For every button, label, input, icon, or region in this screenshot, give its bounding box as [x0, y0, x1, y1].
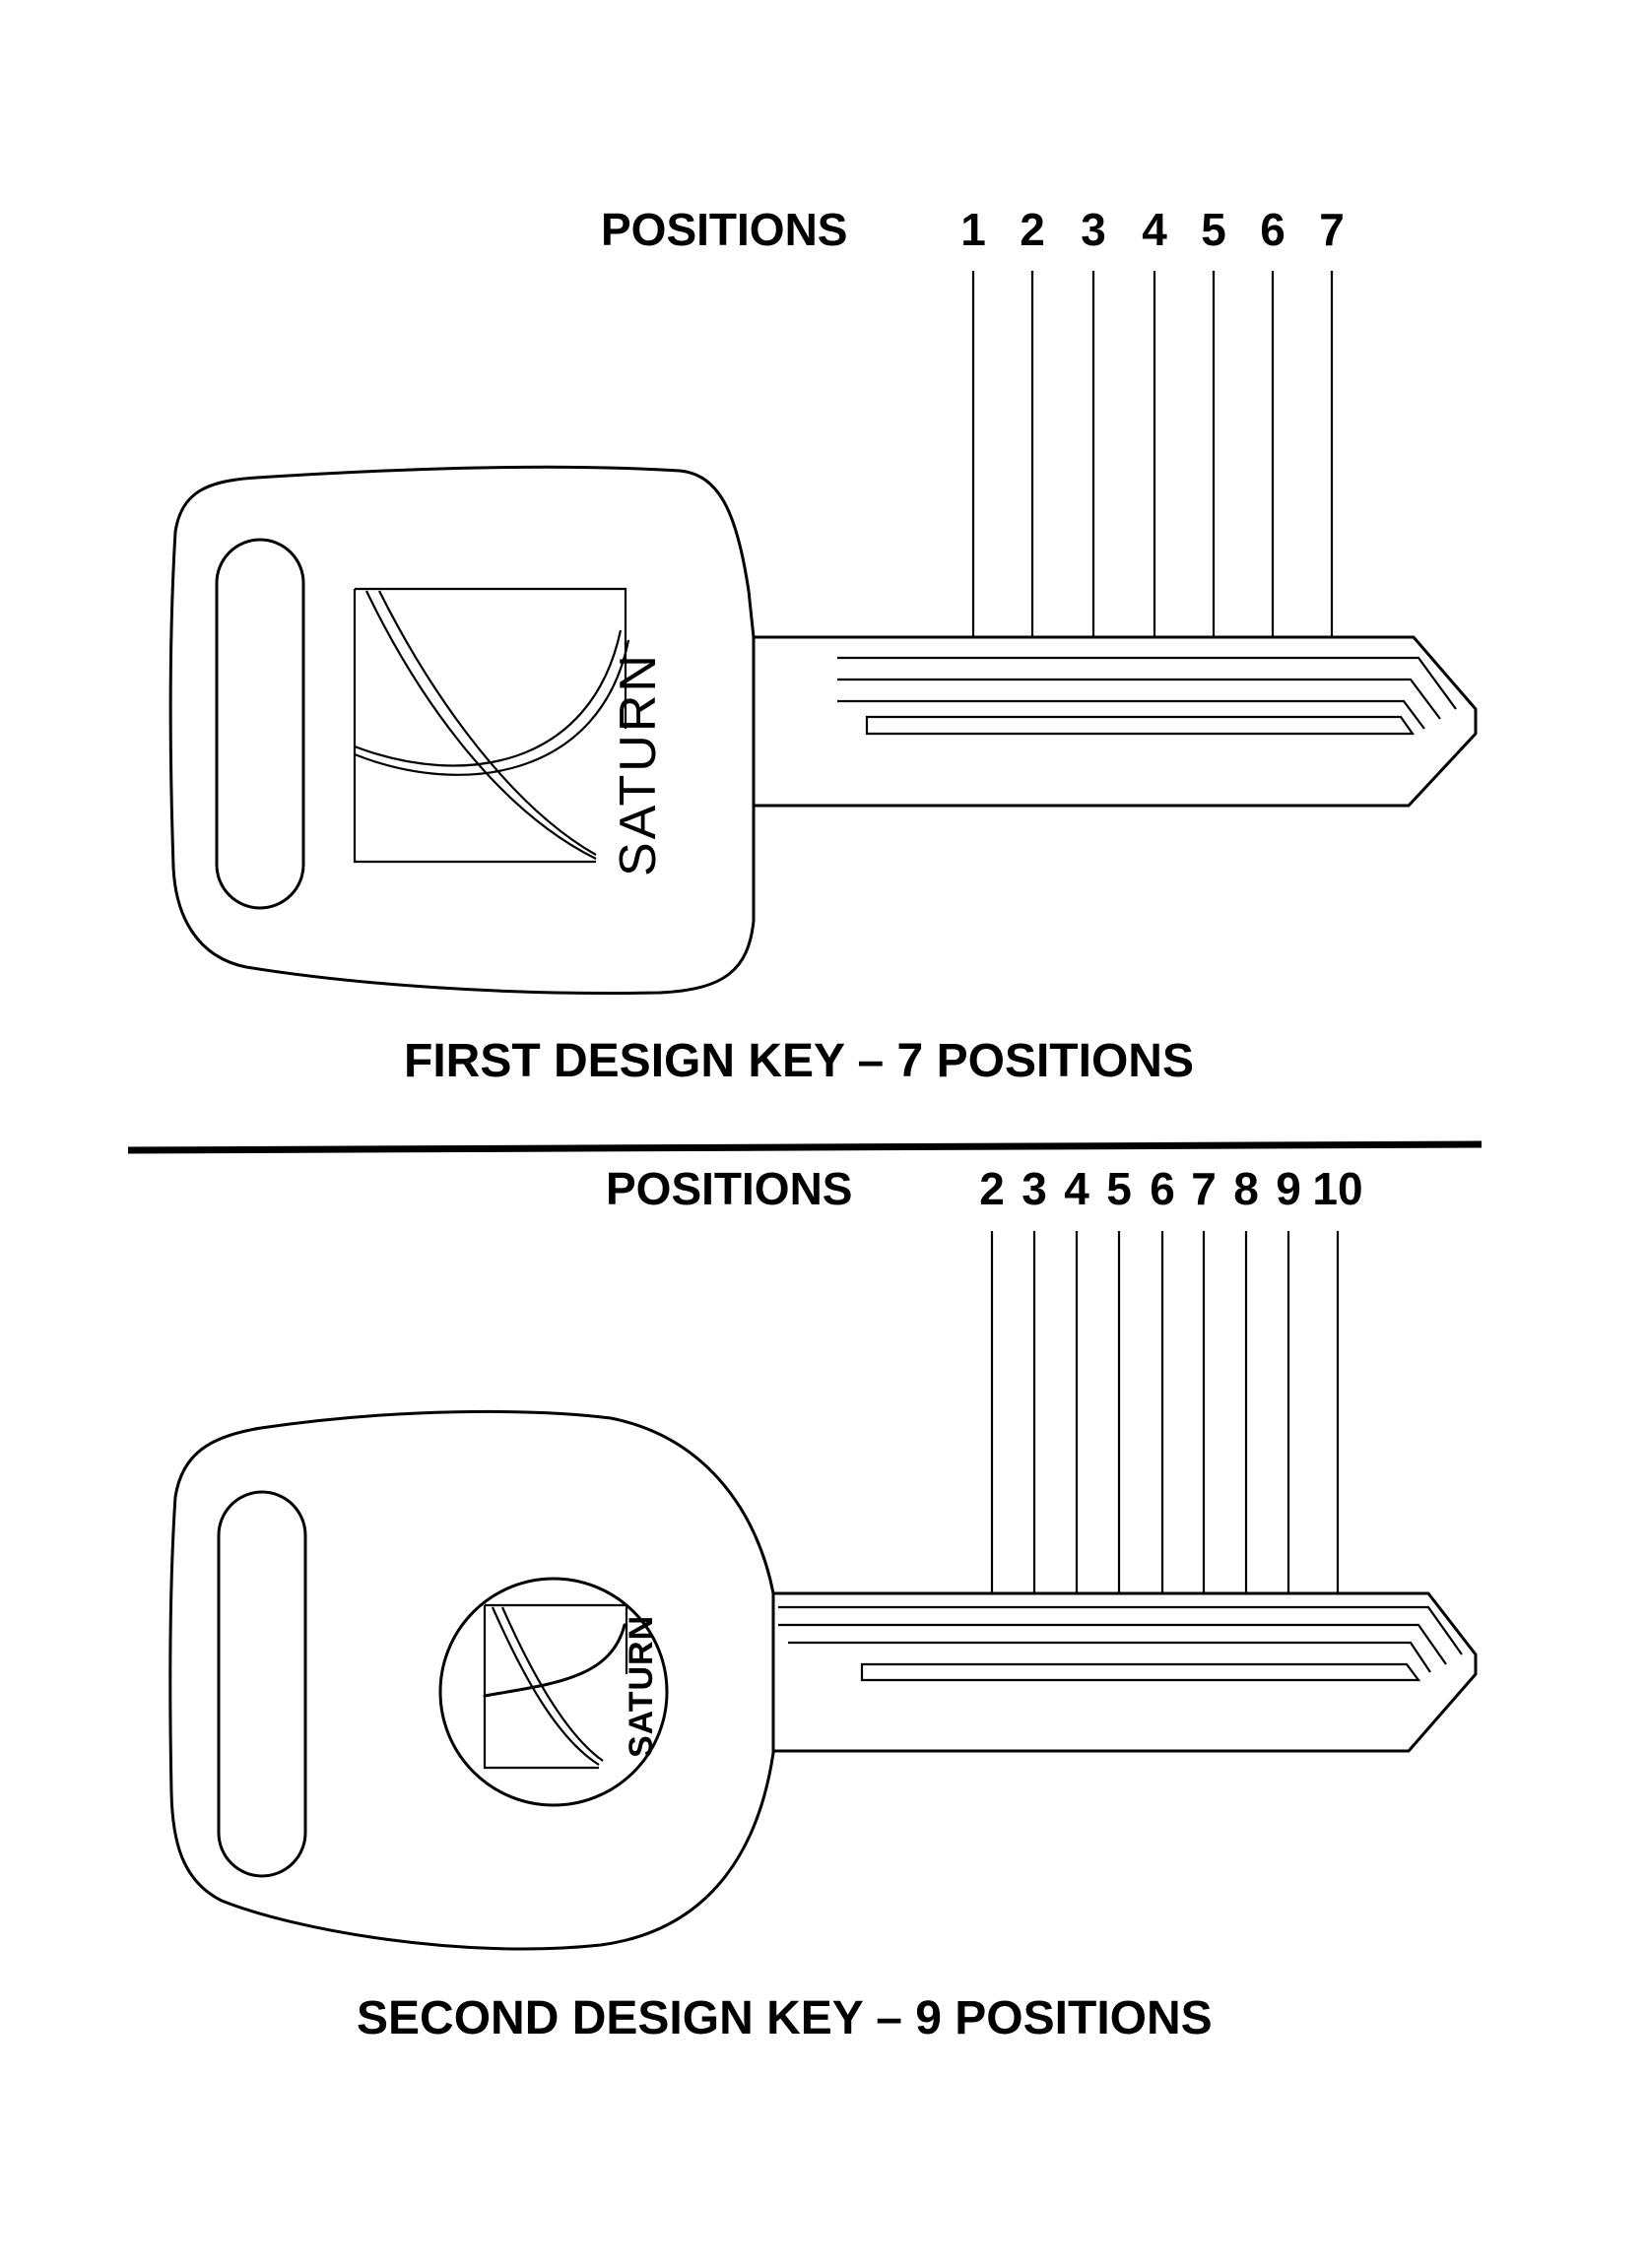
key2-position-number: 4 — [1064, 1163, 1089, 1214]
key2-positions-label: POSITIONS — [606, 1163, 852, 1214]
key1-logo-arc-a — [354, 629, 623, 767]
key2-position-number: 2 — [979, 1163, 1005, 1214]
key2-blade — [771, 1591, 1478, 1753]
key1-logo-curve-b — [378, 590, 597, 856]
key1-position-number: 7 — [1319, 204, 1345, 255]
key2-position-number: 7 — [1191, 1163, 1217, 1214]
key1-groove-1 — [837, 656, 1457, 710]
key1-position-number: 1 — [960, 204, 986, 255]
key1-logo-curve-a — [365, 590, 597, 860]
key2-groove-3 — [788, 1641, 1431, 1673]
key2-position-number: 10 — [1312, 1163, 1362, 1214]
key1-position-number: 4 — [1142, 204, 1167, 255]
key2-position-number: 3 — [1022, 1163, 1047, 1214]
key2-logo-square — [483, 1603, 628, 1770]
key2-ring-slot — [217, 1490, 307, 1878]
key2-logo-curve-b — [500, 1606, 604, 1762]
key2-position-number: 9 — [1276, 1163, 1301, 1214]
key1-bow — [168, 465, 756, 995]
key2-position-number: 8 — [1233, 1163, 1259, 1214]
key2-logo-curve-a — [491, 1606, 600, 1766]
key1-groove-2 — [837, 678, 1441, 720]
key1-position-number: 5 — [1201, 204, 1226, 255]
key1-position-number: 2 — [1020, 204, 1045, 255]
key1-logo-text: SATURN — [610, 652, 667, 876]
key2-position-number: 5 — [1106, 1163, 1132, 1214]
key1-groove-3 — [837, 699, 1425, 730]
key2-bow — [168, 1409, 775, 1951]
key2-groove-2 — [778, 1623, 1447, 1665]
key2-groove-1 — [778, 1605, 1463, 1655]
key1-position-lines — [971, 271, 1334, 637]
key2-groove-4 — [860, 1662, 1421, 1682]
key1-ring-slot — [215, 538, 305, 910]
key2-logo-text: SATURN — [623, 1615, 660, 1758]
key1-logo-arc-b — [354, 639, 630, 776]
key2-logo-arc — [483, 1623, 626, 1698]
key1-groove-4 — [865, 715, 1416, 736]
key1-position-number: 3 — [1081, 204, 1106, 255]
key1-caption: FIRST DESIGN KEY – 7 POSITIONS — [404, 1035, 1194, 1087]
key1-logo-square — [353, 587, 627, 864]
key1-positions-label: POSITIONS — [601, 204, 847, 255]
section-divider — [127, 1140, 1483, 1154]
key1-blade — [752, 635, 1478, 808]
key2-caption: SECOND DESIGN KEY – 9 POSITIONS — [357, 1992, 1213, 2044]
key2-position-number: 6 — [1150, 1163, 1175, 1214]
key2-position-lines — [990, 1231, 1340, 1593]
key1-position-number: 6 — [1260, 204, 1285, 255]
key2-logo-circle — [438, 1577, 669, 1807]
